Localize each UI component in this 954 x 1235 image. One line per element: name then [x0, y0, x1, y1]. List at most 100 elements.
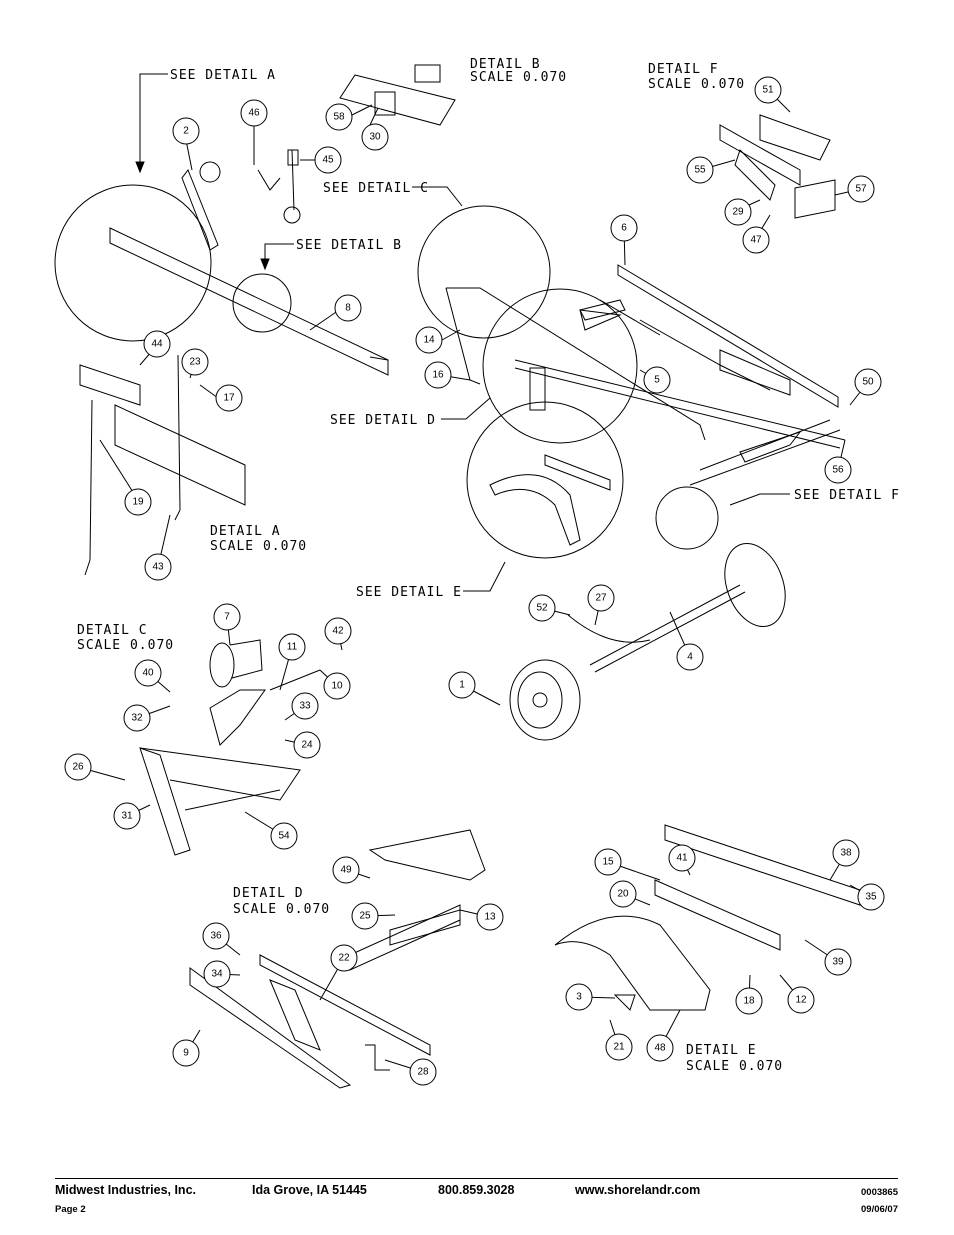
part-bubble-circle: [351, 902, 379, 930]
part-number: 13: [484, 912, 496, 923]
part-number: 8: [345, 303, 351, 314]
detail-a-scale: SCALE 0.070: [210, 539, 307, 554]
part-bubble-circle: [448, 671, 476, 699]
part-number: 44: [151, 339, 163, 350]
part-number: 54: [278, 831, 290, 842]
part-bubble-circle: [181, 348, 209, 376]
part-bubble-44: 44: [143, 330, 171, 358]
part-bubble-circle: [565, 983, 593, 1011]
part-bubble-circle: [847, 175, 875, 203]
detail-b-scale: SCALE 0.070: [470, 70, 567, 85]
see-detail-labels: SEE DETAIL A SEE DETAIL B SEE DETAIL C S…: [170, 68, 899, 600]
part-bubble-29: 29: [724, 198, 752, 226]
footer-city: Ida Grove, IA 51445: [252, 1183, 367, 1197]
part-bubble-circle: [857, 883, 885, 911]
part-bubble-circle: [587, 584, 615, 612]
part-bubble-4: 4: [676, 643, 704, 671]
leader-see-a: [139, 73, 168, 170]
part-bubble-circle: [643, 366, 671, 394]
part-bubble-28: 28: [409, 1058, 437, 1086]
part-bubble-33: 33: [291, 692, 319, 720]
part-number: 57: [855, 184, 867, 195]
see-detail-d: SEE DETAIL D: [330, 413, 436, 428]
part-bubble-circle: [605, 1033, 633, 1061]
part-bubble-circle: [409, 1058, 437, 1086]
part-bubble-47: 47: [742, 226, 770, 254]
part-bubble-43: 43: [144, 553, 172, 581]
part-number: 31: [121, 811, 133, 822]
part-bubble-circle: [134, 659, 162, 687]
part-number: 23: [189, 357, 201, 368]
detail-d-scale: SCALE 0.070: [233, 902, 330, 917]
part-bubble-circle: [854, 368, 882, 396]
footer-website[interactable]: www.shorelandr.com: [575, 1183, 701, 1197]
part-number: 16: [432, 370, 444, 381]
part-bubble-circle: [123, 704, 151, 732]
part-bubble-27: 27: [587, 584, 615, 612]
arrow-see-a: [135, 161, 145, 174]
part-bubble-6: 6: [610, 214, 638, 242]
part-bubble-31: 31: [113, 802, 141, 830]
see-detail-b: SEE DETAIL B: [296, 238, 402, 253]
part-bubble-circle: [415, 326, 443, 354]
detail-f-scale: SCALE 0.070: [648, 77, 745, 92]
part-bubble-circle: [278, 633, 306, 661]
winch-and-jack: [181, 149, 301, 251]
part-number: 11: [287, 642, 298, 653]
part-bubble-circle: [324, 617, 352, 645]
part-number: 14: [423, 335, 435, 346]
part-bubble-circle: [203, 960, 231, 988]
part-bubble-circle: [424, 361, 452, 389]
detail-f-parts: [719, 114, 836, 219]
part-number: 30: [369, 132, 381, 143]
part-bubble-3: 3: [565, 983, 593, 1011]
part-bubble-circle: [609, 880, 637, 908]
part-bubble-circle: [646, 1034, 674, 1062]
detail-a-parts: [79, 354, 246, 576]
part-bubble-circle: [172, 117, 200, 145]
part-bubble-circle: [124, 488, 152, 516]
part-bubble-23: 23: [181, 348, 209, 376]
part-number: 49: [340, 865, 352, 876]
part-bubble-36: 36: [202, 922, 230, 950]
part-bubble-51: 51: [754, 76, 782, 104]
part-bubble-circle: [735, 987, 763, 1015]
part-number: 2: [183, 126, 189, 137]
part-number: 50: [862, 377, 874, 388]
part-bubble-circle: [361, 123, 389, 151]
part-number: 22: [338, 953, 350, 964]
arrow-see-b: [260, 258, 270, 271]
part-number: 24: [301, 740, 313, 751]
part-bubble-circle: [334, 294, 362, 322]
step-in-main: [529, 299, 626, 411]
detail-d-title: DETAIL D: [233, 886, 304, 901]
page-footer: Midwest Industries, Inc. Ida Grove, IA 5…: [55, 1178, 898, 1215]
part-number: 29: [732, 207, 744, 218]
part-number: 32: [131, 713, 143, 724]
see-detail-c: SEE DETAIL C: [323, 181, 429, 196]
leader-see-e: [463, 561, 506, 592]
part-number: 28: [417, 1067, 429, 1078]
part-bubble-19: 19: [124, 488, 152, 516]
part-number: 9: [183, 1048, 189, 1059]
part-bubble-25: 25: [351, 902, 379, 930]
detail-titles: DETAIL B SCALE 0.070 DETAIL F SCALE 0.07…: [77, 57, 783, 1074]
part-bubble-11: 11: [278, 633, 306, 661]
part-number: 58: [333, 112, 345, 123]
detail-b-title: DETAIL B: [470, 57, 541, 72]
part-bubble-49: 49: [332, 856, 360, 884]
part-number: 3: [576, 992, 582, 1003]
detail-b-parts: [339, 64, 456, 126]
tongue-beam: [109, 227, 389, 376]
part-bubble-circle: [668, 844, 696, 872]
part-number: 12: [795, 995, 807, 1006]
part-number: 39: [832, 957, 844, 968]
part-bubble-35: 35: [857, 883, 885, 911]
detail-c-title: DETAIL C: [77, 623, 148, 638]
detail-f-title: DETAIL F: [648, 62, 719, 77]
see-detail-e: SEE DETAIL E: [356, 585, 462, 600]
part-bubble-circle: [293, 731, 321, 759]
detail-e-scale: SCALE 0.070: [686, 1059, 783, 1074]
detail-c-parts: [139, 639, 321, 856]
